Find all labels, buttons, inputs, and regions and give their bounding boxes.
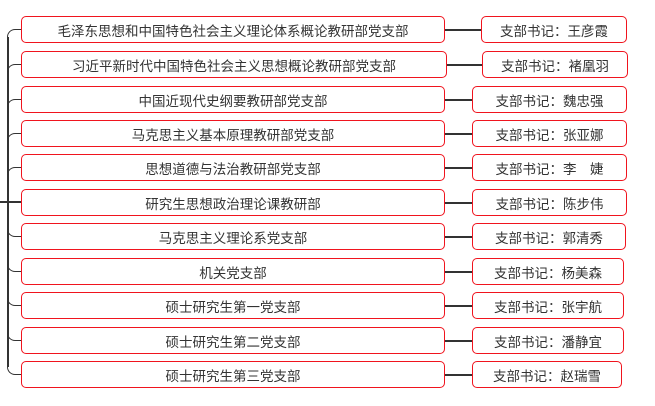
secretary-connector [445,133,472,135]
secretary-connector [445,374,472,376]
secretary-node[interactable]: 支部书记：褚凰羽 [482,51,628,78]
branch-node[interactable]: 硕士研究生第二党支部 [21,327,445,354]
branch-connector [7,29,21,39]
branch-node[interactable]: 硕士研究生第一党支部 [21,292,445,319]
secretary-connector [447,64,482,66]
secretary-connector [445,99,472,101]
branch-connector [7,167,21,177]
branch-connector [7,64,21,74]
secretary-connector [445,271,472,273]
branch-node[interactable]: 中国近现代史纲要教研部党支部 [21,86,445,113]
secretary-node[interactable]: 支部书记：李 婕 [472,154,627,181]
secretary-node[interactable]: 支部书记：赵瑞雪 [472,361,622,388]
secretary-node[interactable]: 支部书记：张亚娜 [472,120,627,147]
secretary-node[interactable]: 支部书记：潘静宜 [472,327,624,354]
secretary-connector [445,167,472,169]
secretary-connector [445,29,481,31]
secretary-connector [445,340,472,342]
branch-connector [7,227,21,237]
branch-node[interactable]: 思想道德与法治教研部党支部 [21,154,445,181]
branch-connector [7,365,21,375]
root-connector [0,201,21,203]
secretary-connector [445,305,472,307]
secretary-node[interactable]: 支部书记：杨美森 [472,258,624,285]
secretary-connector [445,236,472,238]
branch-node[interactable]: 习近平新时代中国特色社会主义思想概论教研部党支部 [21,51,447,78]
branch-node[interactable]: 毛泽东思想和中国特色社会主义理论体系概论教研部党支部 [21,16,445,43]
branch-connector [7,296,21,306]
branch-node[interactable]: 机关党支部 [21,258,445,285]
branch-node[interactable]: 硕士研究生第三党支部 [21,361,445,388]
secretary-node[interactable]: 支部书记：王彦霞 [481,16,627,43]
branch-node[interactable]: 研究生思想政治理论课教研部 [21,189,445,216]
branch-connector [7,133,21,143]
branch-connector [7,99,21,109]
branch-connector [7,331,21,341]
branch-node[interactable]: 马克思主义理论系党支部 [21,223,445,250]
branch-connector [7,262,21,272]
secretary-node[interactable]: 支部书记：郭清秀 [472,223,626,250]
secretary-node[interactable]: 支部书记：魏忠强 [472,86,627,113]
branch-node[interactable]: 马克思主义基本原理教研部党支部 [21,120,445,147]
secretary-node[interactable]: 支部书记：陈步伟 [472,189,627,216]
secretary-node[interactable]: 支部书记：张宇航 [472,292,624,319]
secretary-connector [445,202,472,204]
